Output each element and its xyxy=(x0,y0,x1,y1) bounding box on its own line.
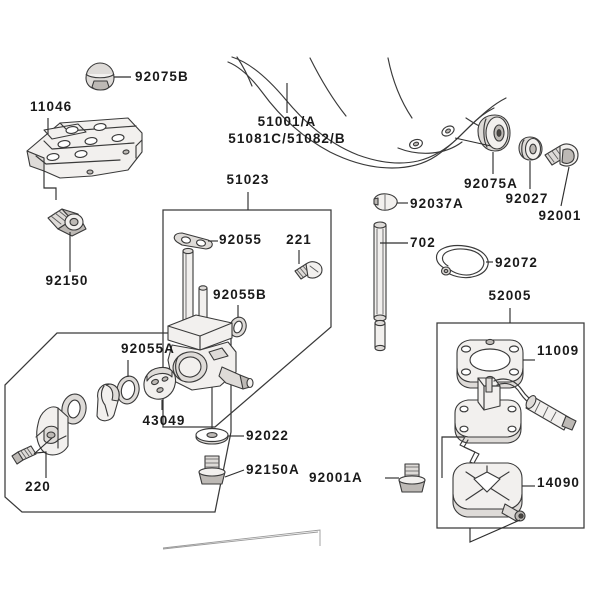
callout-220: 220 xyxy=(25,479,51,494)
callout-92055A: 92055A xyxy=(121,341,175,356)
callout-92072: 92072 xyxy=(495,255,539,270)
part-92072-band xyxy=(435,245,489,279)
callout-51023: 51023 xyxy=(226,172,270,187)
callout-702: 702 xyxy=(410,235,436,250)
part-valve-plate xyxy=(35,406,69,456)
leader-14090-hose xyxy=(469,519,521,543)
callout-92001A: 92001A xyxy=(309,470,363,485)
callout-11009: 11009 xyxy=(537,343,580,358)
part-92055B-oring xyxy=(229,316,247,338)
leader-220 xyxy=(35,451,47,478)
part-92001-bolt xyxy=(544,143,579,167)
part-fuel-strainer xyxy=(96,383,120,422)
leader-tank-to-damper xyxy=(454,137,492,147)
part-fuel-valve-body xyxy=(167,247,254,391)
leader-bracket-bolt xyxy=(43,171,57,200)
part-92022-washer xyxy=(195,427,229,445)
callout-52005: 52005 xyxy=(488,288,532,303)
part-11046-bracket xyxy=(26,117,143,179)
fuel-tank-outline xyxy=(227,56,507,169)
callout-92075B: 92075B xyxy=(135,69,189,84)
callout-92037A: 92037A xyxy=(410,196,464,211)
callout-92055B: 92055B xyxy=(213,287,267,302)
part-92150A-bolt xyxy=(198,455,226,485)
callout-92150A: 92150A xyxy=(246,462,300,477)
part-92150-bolt xyxy=(47,208,87,237)
leader-92001 xyxy=(560,166,570,207)
callout-92027: 92027 xyxy=(505,191,549,206)
callout-11046: 11046 xyxy=(30,99,73,114)
part-702-hose xyxy=(373,221,387,322)
part-92075A-damper xyxy=(477,114,511,152)
callout-92001: 92001 xyxy=(538,208,582,223)
part-second-hose xyxy=(374,319,386,352)
part-221-screw xyxy=(294,261,323,280)
part-92001A-bolt xyxy=(398,463,426,493)
part-220-screw xyxy=(11,445,37,465)
callout-43049: 43049 xyxy=(142,413,186,428)
callout-92150: 92150 xyxy=(45,273,89,288)
part-92055A-oring xyxy=(116,375,140,405)
callout-14090: 14090 xyxy=(537,475,581,490)
part-43049-packing xyxy=(143,366,177,400)
callout-51081C-51082B: 51081C/51082/B xyxy=(228,131,346,146)
part-92055-oring xyxy=(173,232,213,250)
group-box-52005 xyxy=(436,322,585,529)
callout-92022: 92022 xyxy=(246,428,290,443)
part-92037A-clamp xyxy=(373,193,398,211)
partial-box-bottom xyxy=(162,529,321,549)
callout-221: 221 xyxy=(286,232,312,247)
callout-51001A: 51001/A xyxy=(257,114,317,129)
part-92027-collar xyxy=(518,136,543,161)
leader-92150A xyxy=(224,469,245,478)
part-92075B-cap xyxy=(85,62,115,91)
leader-220-to-plate xyxy=(33,437,53,455)
leader-pump-bolt xyxy=(441,436,464,478)
callout-92075A: 92075A xyxy=(464,176,518,191)
part-14090-cover xyxy=(452,462,526,522)
callout-92055: 92055 xyxy=(219,232,263,247)
